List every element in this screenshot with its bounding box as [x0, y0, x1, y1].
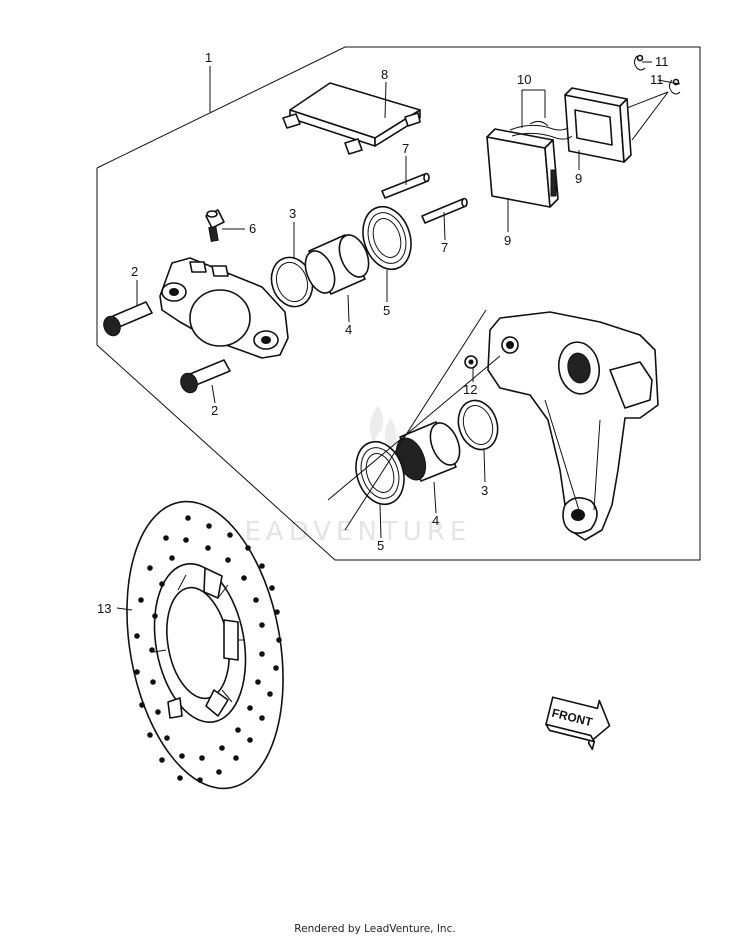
callout-13: 13 — [97, 601, 111, 616]
callout-6: 6 — [249, 221, 256, 236]
callout-5-upper: 5 — [383, 303, 390, 318]
part-3-piston-seal-lower — [457, 399, 499, 451]
callout-labels: 1 2 2 3 3 4 4 5 5 6 7 7 8 9 9 10 11 11 1… — [97, 50, 669, 616]
part-7-pin-upper — [381, 172, 430, 199]
part-11-clip-lower — [669, 78, 681, 95]
callout-11-lower: 11 — [650, 72, 664, 87]
callout-7-lower: 7 — [441, 240, 448, 255]
callout-12: 12 — [463, 382, 477, 397]
part-8-pad-spring — [282, 82, 421, 155]
callout-9-rear: 9 — [575, 171, 582, 186]
part-9-brake-pad-front — [486, 128, 559, 208]
callout-10: 10 — [517, 72, 531, 87]
callout-1: 1 — [205, 50, 212, 65]
caliper-bracket-right — [487, 311, 659, 541]
callout-4-lower: 4 — [432, 513, 439, 528]
part-11-clip-upper — [634, 54, 646, 71]
part-13-brake-disc — [126, 500, 284, 790]
callout-2-upper: 2 — [131, 264, 138, 279]
part-7-pin-lower — [421, 197, 468, 224]
callout-11-upper: 11 — [655, 54, 669, 69]
leader-lines — [116, 61, 681, 611]
callout-4-upper: 4 — [345, 322, 352, 337]
watermark-text: LEADVENTURE — [225, 517, 471, 547]
callout-7-upper: 7 — [402, 141, 409, 156]
callout-8: 8 — [381, 67, 388, 82]
callout-2-lower: 2 — [211, 403, 218, 418]
callout-9-front: 9 — [504, 233, 511, 248]
assembly-boundary — [96, 46, 701, 561]
render-credit: Rendered by LeadVenture, Inc. — [294, 923, 456, 935]
part-9-brake-pad-rear — [564, 87, 632, 163]
front-direction-arrow: FRONT — [545, 696, 611, 751]
part-5-dust-seal-upper — [362, 205, 412, 271]
part-4-piston-upper — [304, 234, 370, 295]
part-12-washer — [464, 355, 478, 369]
watermark: LEADVENTURE — [225, 405, 471, 547]
part-6-bleeder-valve — [205, 209, 225, 242]
callout-5-lower: 5 — [377, 538, 384, 553]
callout-3-lower: 3 — [481, 483, 488, 498]
caliper-body-left — [159, 257, 289, 359]
part-2-bolt-lower — [180, 359, 231, 394]
callout-3-upper: 3 — [289, 206, 296, 221]
part-2-bolt-upper — [103, 301, 153, 337]
